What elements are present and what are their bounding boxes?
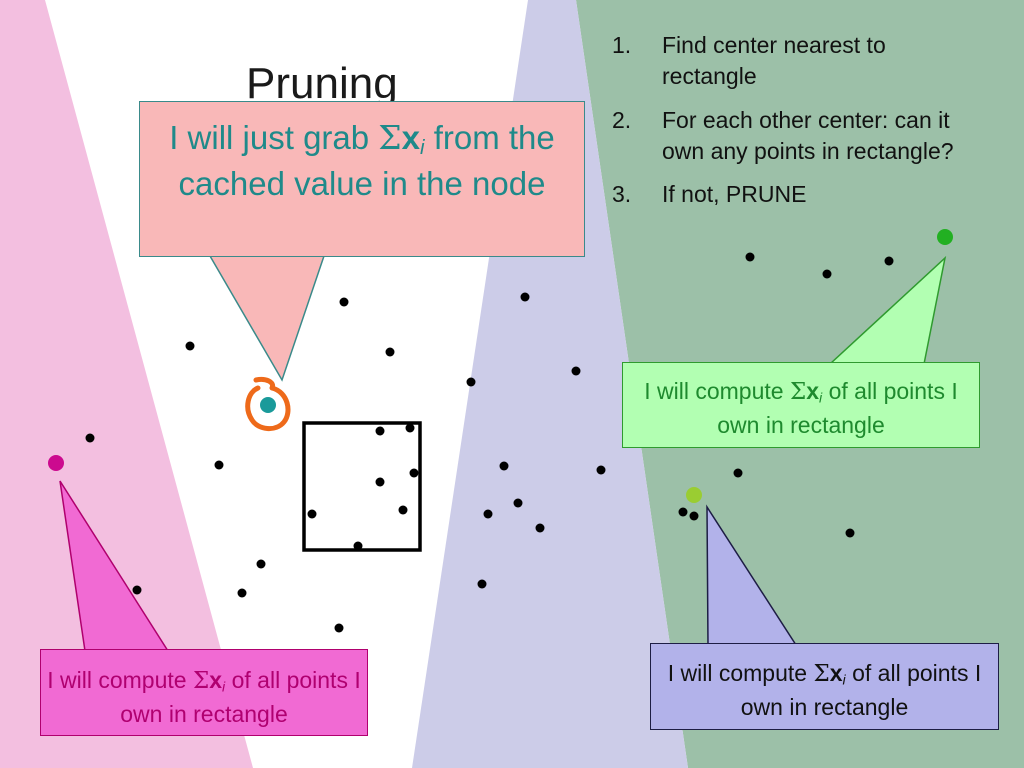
data-point xyxy=(237,588,247,598)
data-point xyxy=(132,585,142,595)
data-point xyxy=(884,256,894,266)
data-point xyxy=(745,252,755,262)
i-subscript: i xyxy=(222,679,226,696)
teal-callout-pointer xyxy=(208,255,326,382)
steps-list: 1. Find center nearest to rectangle 2. For… xyxy=(612,30,972,222)
data-point xyxy=(499,461,509,471)
step-number: 2. xyxy=(612,106,632,133)
x-variable: x xyxy=(829,660,843,686)
data-point xyxy=(477,579,487,589)
data-point xyxy=(535,523,545,533)
x-variable: x xyxy=(401,119,420,156)
data-point xyxy=(409,468,419,478)
data-point xyxy=(845,528,855,538)
step-text: Find center nearest to rectangle xyxy=(662,32,886,90)
data-point xyxy=(733,468,743,478)
sigma-symbol: Σ xyxy=(192,668,210,694)
data-point xyxy=(405,423,415,433)
callout-text: I will compute xyxy=(644,378,790,404)
data-point xyxy=(339,297,349,307)
sigma-symbol: Σ xyxy=(813,661,830,687)
step-item: 1. Find center nearest to rectangle xyxy=(612,30,972,93)
magenta-callout: I will compute Σxi of all points I own i… xyxy=(40,649,368,736)
callout-text: of all points I own in rectangle xyxy=(120,667,361,727)
step-text: For each other center: can it own any po… xyxy=(662,106,954,164)
x-variable: x xyxy=(209,667,223,693)
lavender-region xyxy=(412,0,688,768)
green-callout: I will compute Σxi of all points I own i… xyxy=(622,362,980,448)
data-point xyxy=(375,426,385,436)
lime-center xyxy=(686,487,702,503)
data-point xyxy=(689,511,699,521)
data-points xyxy=(85,252,894,633)
data-point xyxy=(466,377,476,387)
data-point xyxy=(385,347,395,357)
step-number: 1. xyxy=(612,32,632,58)
data-point xyxy=(596,465,606,475)
data-point xyxy=(334,623,344,633)
callout-text: I will compute xyxy=(667,660,814,686)
magenta-center xyxy=(48,455,64,471)
teal-callout: I will just grab Σxi from the cached val… xyxy=(139,101,585,257)
x-variable: x xyxy=(806,378,820,404)
data-point xyxy=(256,559,266,569)
data-point xyxy=(483,509,493,519)
data-point xyxy=(353,541,363,551)
callout-text: of all points I own in rectangle xyxy=(717,378,958,438)
data-point xyxy=(307,509,317,519)
query-rectangle xyxy=(302,421,422,552)
data-point xyxy=(678,507,688,517)
data-point xyxy=(822,269,832,279)
data-point xyxy=(398,505,408,515)
sigma-symbol: Σ xyxy=(378,118,402,157)
i-subscript: i xyxy=(842,672,846,689)
callout-text: from the cached value in the node xyxy=(178,119,555,202)
callout-text: I will just grab xyxy=(169,119,379,156)
data-point xyxy=(214,460,224,470)
orange-circle-scribble-icon xyxy=(245,377,291,431)
green-center xyxy=(937,229,953,245)
step-number: 3. xyxy=(612,181,632,208)
pink-region xyxy=(0,0,253,768)
step-text: If not, PRUNE xyxy=(662,181,807,208)
data-point xyxy=(520,292,530,302)
teal-center xyxy=(260,397,276,413)
step-item: 3. If not, PRUNE xyxy=(612,179,972,210)
callout-text: of all points I own in rectangle xyxy=(740,660,982,720)
data-point xyxy=(85,433,95,443)
data-point xyxy=(513,498,523,508)
i-subscript: i xyxy=(420,136,425,160)
slide-title: Pruning xyxy=(246,59,398,108)
callout-text: I will compute xyxy=(47,667,193,693)
sigma-symbol: Σ xyxy=(789,379,807,405)
data-point xyxy=(571,366,581,376)
data-point xyxy=(375,477,385,487)
i-subscript: i xyxy=(819,390,823,407)
purple-callout: I will compute Σxi of all points I own i… xyxy=(650,643,999,730)
step-item: 2. For each other center: can it own any … xyxy=(612,105,972,168)
data-point xyxy=(185,341,195,351)
